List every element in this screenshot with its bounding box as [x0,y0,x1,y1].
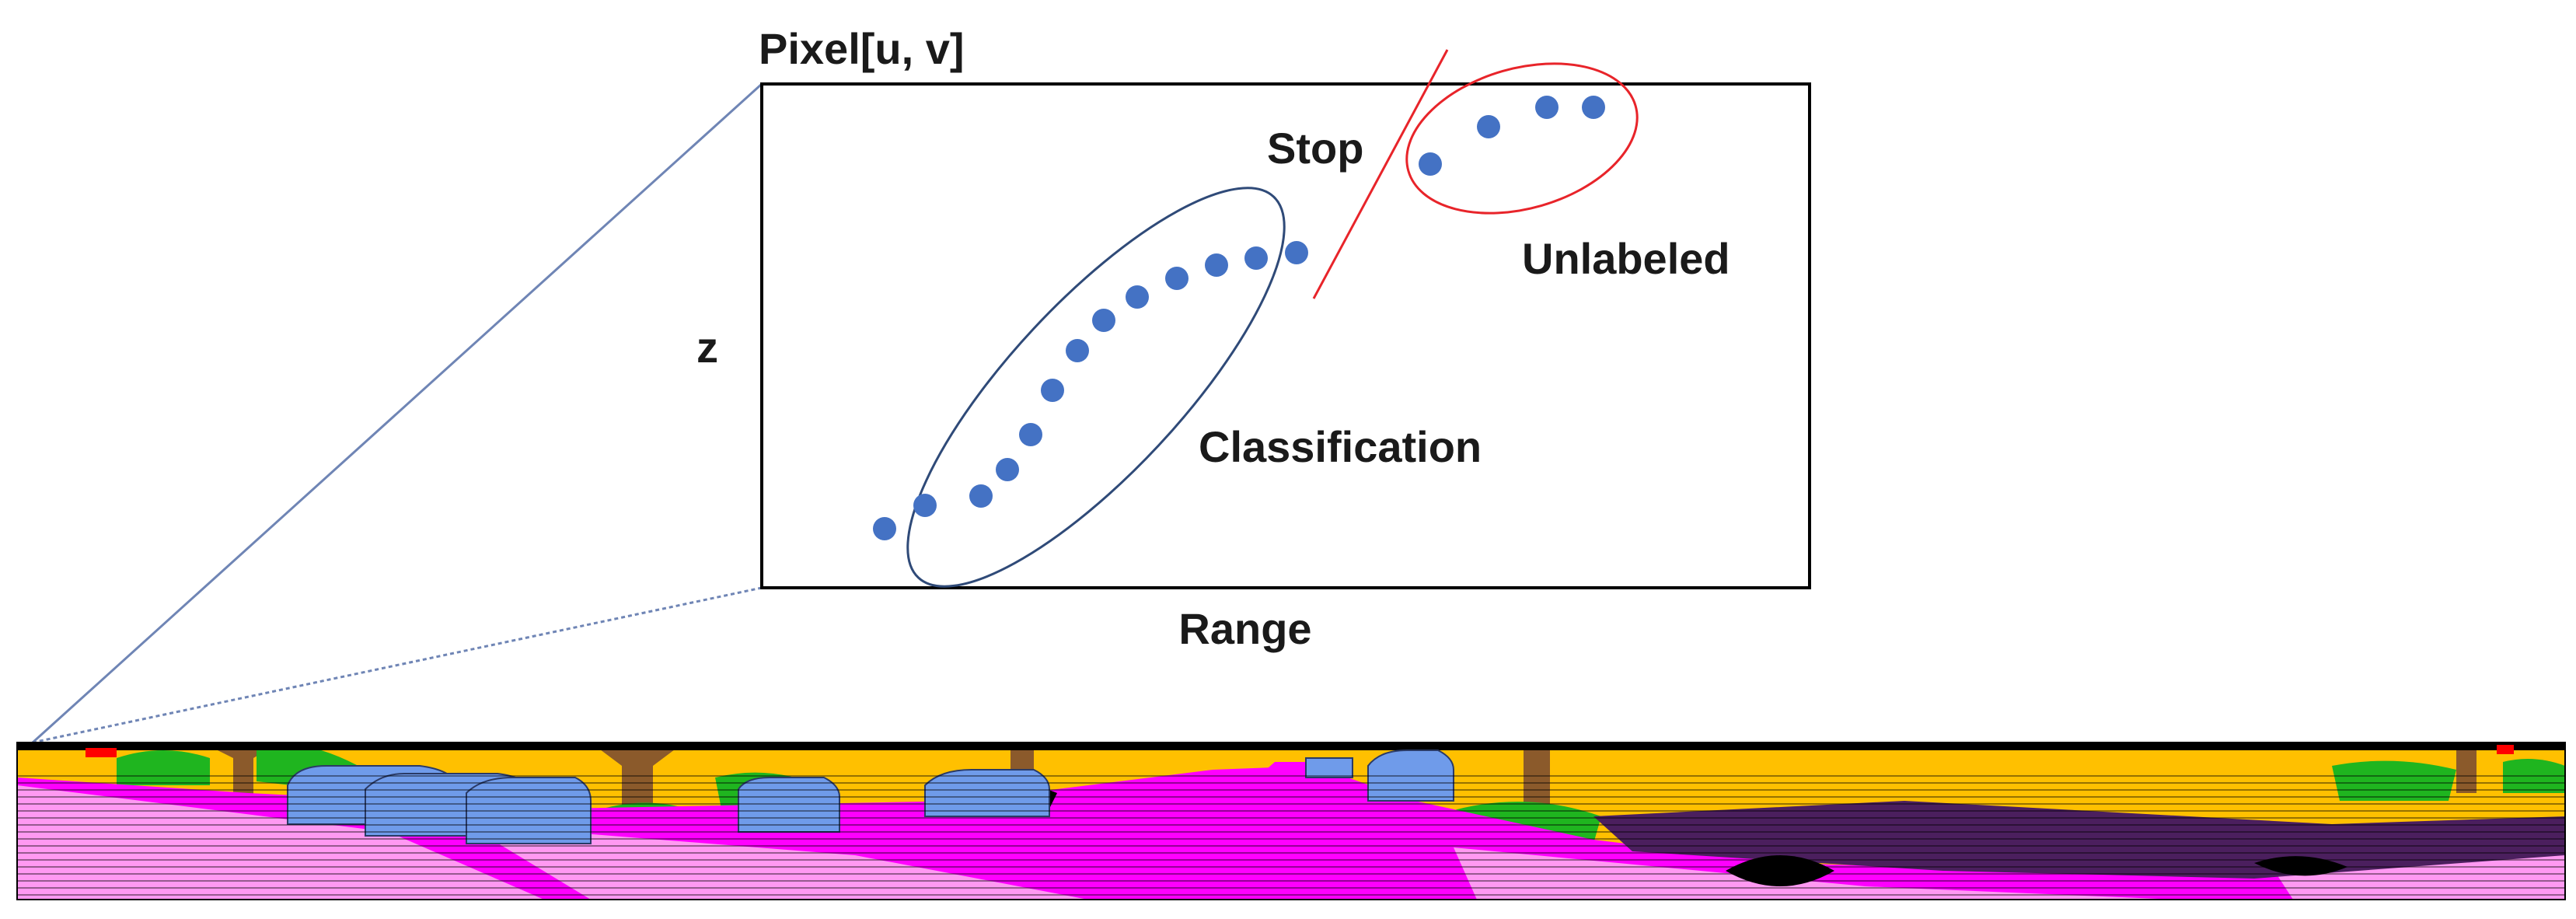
point [1066,339,1089,362]
pixel-label: Pixel[u, v] [759,24,965,73]
unlabeled-label: Unlabeled [1522,234,1730,283]
range-axis-label: Range [1178,604,1311,653]
sign-marker [86,748,117,757]
point [1019,423,1042,446]
zoom-guide-line-bottom [32,586,763,744]
point [1582,96,1605,119]
stop-line [1312,49,1449,299]
scatter-diagram: Pixel[u, v] z Range Stop Unlabeled Class… [31,24,1811,744]
classified-points [873,241,1308,540]
stop-label: Stop [1267,124,1363,173]
segmentation-panorama [16,742,2566,900]
point [1126,285,1149,309]
sign-marker [2497,745,2514,754]
zoom-guide-line-top [31,82,763,744]
panorama-border [16,742,2566,900]
point [969,484,993,508]
point [1477,115,1500,138]
point [913,494,937,517]
lidar-scanlines [17,770,2565,900]
point [1535,96,1559,119]
point [1285,241,1308,264]
point [1244,246,1268,270]
point [1092,309,1115,332]
point [873,517,896,540]
classification-ellipse [906,187,1286,588]
point [1205,253,1228,277]
unlabeled-points [1419,96,1605,176]
classification-label: Classification [1199,422,1482,471]
point [1041,379,1064,402]
point [1165,267,1189,290]
point [996,458,1019,481]
z-axis-label: z [696,323,718,372]
unlabeled-ellipse [1405,62,1639,215]
point [1419,152,1442,176]
